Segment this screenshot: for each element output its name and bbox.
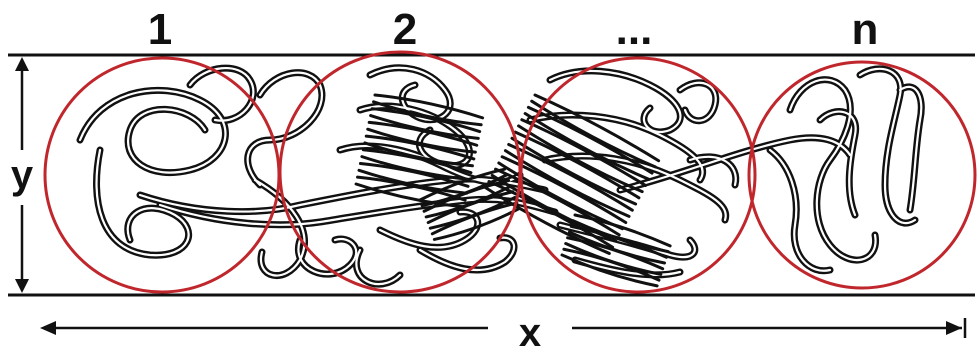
chain-loop-blob-n-c (900, 87, 921, 210)
chain-loop-blob-n-b (860, 69, 915, 223)
blob-circle-2 (280, 52, 520, 292)
segment-label-2: 2 (393, 5, 417, 54)
blob-circle-n (749, 62, 975, 288)
x-dimension-arrow (40, 318, 965, 338)
chain-loop-blob-n-a (790, 80, 876, 260)
segment-label-1: 1 (148, 5, 172, 54)
segment-label-n: n (852, 5, 879, 54)
x-axis-label: x (519, 311, 541, 349)
segment-label-ellipsis: ... (616, 5, 653, 54)
y-axis-label: y (11, 153, 34, 197)
polymer-chain (80, 68, 921, 286)
